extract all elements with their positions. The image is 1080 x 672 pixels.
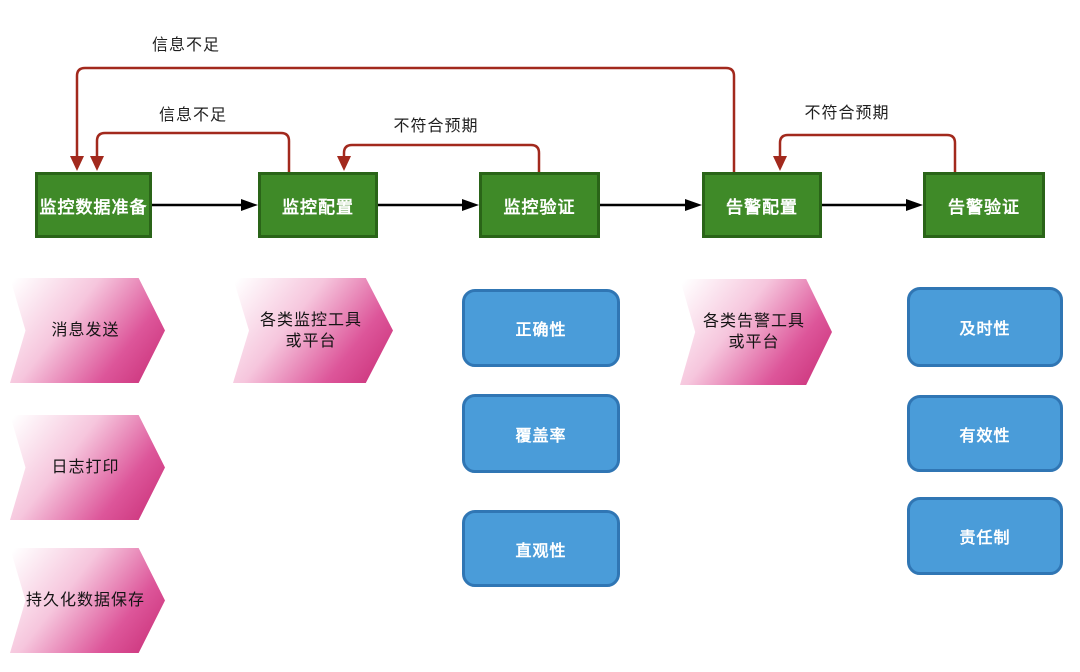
criteria-label: 覆盖率	[515, 427, 567, 445]
criteria-label: 正确性	[515, 322, 567, 339]
feedback-arrowhead-icon	[773, 156, 787, 171]
chevron-log-printing: 日志打印	[10, 415, 165, 520]
feedback-arrow-monitor-config-to-data-prep	[95, 131, 291, 172]
criteria-label: 及时性	[959, 321, 1011, 338]
chevron-alert-tools-platforms: 各类告警工具 或平台	[680, 279, 832, 385]
flow-arrowhead-icon	[462, 199, 479, 211]
feedback-label-not-as-expected-2: 不符合预期	[804, 105, 890, 122]
feedback-label-not-as-expected-1: 不符合预期	[393, 118, 479, 135]
chevron-monitoring-tools-platforms: 各类监控工具 或平台	[233, 278, 393, 383]
chevron-label: 日志打印	[51, 459, 120, 476]
chevron-label: 各类监控工具 或平台	[259, 311, 362, 350]
criteria-effectiveness: 有效性	[907, 395, 1063, 472]
criteria-accountability: 责任制	[907, 497, 1063, 575]
flow-arrowhead-icon	[906, 199, 923, 211]
chevron-message-sending: 消息发送	[10, 278, 165, 383]
feedback-label-insufficient-info-2: 信息不足	[158, 107, 228, 124]
stage-label: 监控配置	[282, 197, 354, 217]
stage-label: 监控数据准备	[39, 197, 148, 217]
feedback-arrowhead-icon	[70, 156, 84, 171]
stage-label: 监控验证	[503, 197, 576, 217]
stage-monitoring-verification: 监控验证	[479, 172, 600, 238]
chevron-label: 消息发送	[51, 322, 120, 339]
criteria-label: 责任制	[959, 530, 1011, 547]
feedback-arrow-monitor-verify-to-monitor-config	[342, 143, 541, 172]
feedback-arrowhead-icon	[337, 156, 351, 171]
feedback-arrowhead-icon	[90, 156, 104, 171]
criteria-label: 有效性	[959, 427, 1011, 445]
criteria-coverage: 覆盖率	[462, 394, 620, 473]
stage-monitoring-configuration: 监控配置	[258, 172, 378, 238]
stage-label: 告警验证	[948, 197, 1020, 217]
stage-label: 告警配置	[726, 197, 798, 217]
chevron-persistent-data-storage: 持久化数据保存	[10, 548, 165, 653]
criteria-intuitiveness: 直观性	[462, 510, 620, 587]
criteria-label: 直观性	[515, 542, 567, 560]
stage-alert-verification: 告警验证	[923, 172, 1045, 238]
feedback-label-insufficient-info-1: 信息不足	[151, 37, 221, 54]
feedback-arrow-alert-verify-to-alert-config	[778, 133, 957, 172]
chevron-label: 各类告警工具 或平台	[702, 313, 805, 351]
criteria-correctness: 正确性	[462, 289, 620, 367]
chevron-label: 持久化数据保存	[25, 592, 145, 609]
criteria-timeliness: 及时性	[907, 287, 1063, 367]
stage-monitoring-data-preparation: 监控数据准备	[35, 172, 152, 238]
stage-alert-configuration: 告警配置	[702, 172, 822, 238]
flow-arrowhead-icon	[685, 199, 702, 211]
flow-arrowhead-icon	[241, 199, 258, 211]
